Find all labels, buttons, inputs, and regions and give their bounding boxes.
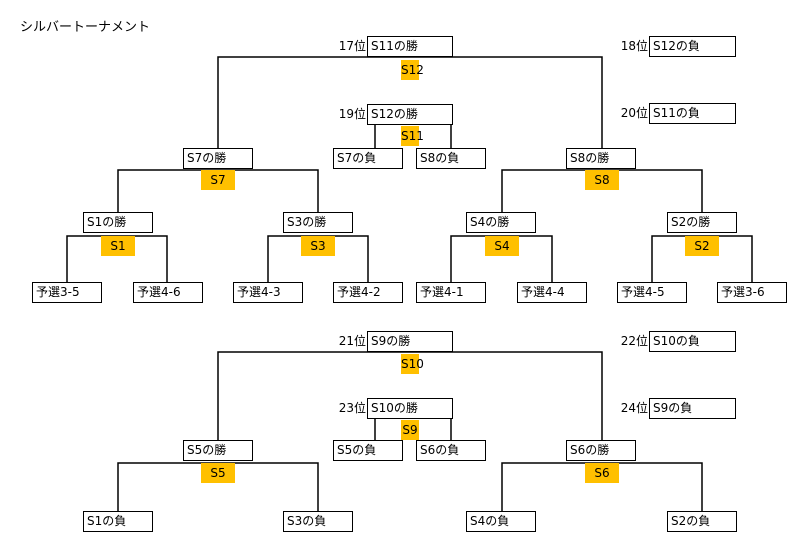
upper-third-rank: 19位: [338, 107, 366, 121]
lower-side-box-1: S10の負: [649, 331, 736, 352]
upper-entry-1: 予選3-5: [32, 282, 102, 303]
upper-final-winner: S12: [401, 60, 424, 80]
upper-quarter-3-winner: S4: [485, 236, 519, 256]
upper-quarter-4-winner: S2: [685, 236, 719, 256]
lower-third-right-entry: S6の負: [416, 440, 486, 461]
upper-entry-4: 予選4-2: [333, 282, 403, 303]
lower-side-box-2: S9の負: [649, 398, 736, 419]
upper-side-box-2: S11の負: [649, 103, 736, 124]
upper-entry-3: 予選4-3: [233, 282, 303, 303]
upper-entry-7: 予選4-5: [617, 282, 687, 303]
upper-side-box-1: S12の負: [649, 36, 736, 57]
upper-quarter-3: S4の勝: [466, 212, 536, 233]
upper-quarter-2-winner: S3: [301, 236, 335, 256]
lower-semi-left-winner: S5: [201, 463, 235, 483]
upper-semi-right-winner: S8: [585, 170, 619, 190]
lower-third-winner: S9: [401, 420, 419, 440]
lower-final-match: S9の勝: [367, 331, 453, 352]
upper-third-winner: S11: [401, 126, 424, 146]
upper-final-match: S11の勝: [367, 36, 453, 57]
upper-semi-right: S8の勝: [566, 148, 636, 169]
lower-third-left-entry: S5の負: [333, 440, 403, 461]
upper-semi-left-winner: S7: [201, 170, 235, 190]
lower-third-rank: 23位: [338, 401, 366, 415]
upper-final-rank: 17位: [338, 39, 366, 53]
lower-side-rank-1: 22位: [620, 334, 648, 348]
lower-semi-right: S6の勝: [566, 440, 636, 461]
upper-entry-6: 予選4-4: [517, 282, 587, 303]
lower-entry-4: S2の負: [667, 511, 737, 532]
lower-final-rank: 21位: [338, 334, 366, 348]
upper-third-left-entry: S7の負: [333, 148, 403, 169]
tournament-title: シルバートーナメント: [20, 20, 151, 35]
upper-quarter-2: S3の勝: [283, 212, 353, 233]
upper-side-rank-2: 20位: [620, 106, 648, 120]
upper-entry-2: 予選4-6: [133, 282, 203, 303]
lower-entry-3: S4の負: [466, 511, 536, 532]
lower-semi-left: S5の勝: [183, 440, 253, 461]
lower-entry-2: S3の負: [283, 511, 353, 532]
lower-entry-1: S1の負: [83, 511, 153, 532]
upper-quarter-1: S1の勝: [83, 212, 153, 233]
upper-third-right-entry: S8の負: [416, 148, 486, 169]
upper-semi-left: S7の勝: [183, 148, 253, 169]
lower-side-rank-2: 24位: [620, 401, 648, 415]
upper-third-match: S12の勝: [367, 104, 453, 125]
upper-entry-8: 予選3-6: [717, 282, 787, 303]
lower-third-match: S10の勝: [367, 398, 453, 419]
upper-entry-5: 予選4-1: [416, 282, 486, 303]
upper-side-rank-1: 18位: [620, 39, 648, 53]
lower-semi-right-winner: S6: [585, 463, 619, 483]
upper-quarter-4: S2の勝: [667, 212, 737, 233]
upper-quarter-1-winner: S1: [101, 236, 135, 256]
lower-final-winner: S10: [401, 354, 424, 374]
